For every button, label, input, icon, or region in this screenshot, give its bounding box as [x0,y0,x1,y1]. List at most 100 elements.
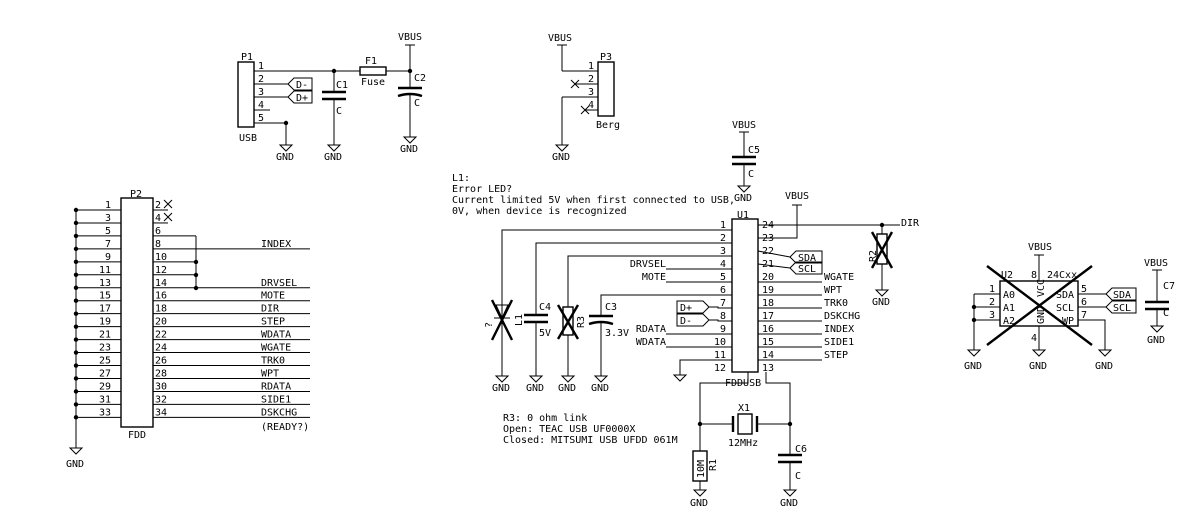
u2-name-scl: SCL [1056,303,1074,314]
u2-dnp-cross [986,265,1093,346]
p2-pin-left: 1 [105,200,111,211]
d-plus-flag-u1 [676,300,710,314]
c7-capacitor: VBUS GND C7 C [1144,258,1175,346]
c3-gnd-label: GND [591,383,609,394]
p2-pin-right: 24 [155,343,167,354]
p2-pin-right: 2 [155,200,161,211]
u2-pin-6: 6 [1081,297,1087,308]
sda-label-u1: SDA [798,253,816,264]
p2-pin-right: 20 [155,317,167,328]
p2-signal: MOTE [261,291,285,302]
u2-gnd-label-left: GND [964,361,982,372]
p2-gnd-symbol [68,447,84,455]
c2-capacitor: VBUS GND C2 C [397,32,426,155]
note-l1-line-2: Error LED? [452,184,512,195]
p2-nc-4 [163,212,173,222]
d-minus-flag-u1 [676,313,710,327]
p1-gnd-symbol [278,144,294,152]
p2-signal: STEP [261,317,285,328]
u2-name-a0: A0 [1003,290,1015,301]
p2-pin-right: 32 [155,394,167,405]
u2-pin-1: 1 [989,284,995,295]
p2-pin-left: 17 [99,304,111,315]
u1-pin-right: 20 [762,272,774,283]
c1-gnd-symbol [326,144,342,152]
r2-gnd-label: GND [872,297,890,308]
note-r3-line-2: Open: TEAC USB UF0000X [503,424,635,435]
u2-pin-2: 2 [989,297,995,308]
u2-pin-3: 3 [989,310,995,321]
p2-ref: P2 [130,189,142,200]
vbus-label-f1: VBUS [398,32,422,43]
p2-pin-right: 12 [155,265,167,276]
c1-gnd-label: GND [324,152,342,163]
p2-signal: DSKCHG [261,407,297,418]
p2-pin-right: 10 [155,252,167,263]
r1-ref: R1 [708,459,719,471]
p1-pin-5: 5 [258,113,264,124]
d-plus-flag-p1 [287,90,313,104]
l1-value: ? [484,322,495,328]
u1-right-nets: DIR VBUS SDA SCL [697,191,920,455]
note-r3: R3: 0 ohm link Open: TEAC USB UF0000X Cl… [503,413,678,446]
u1-pin-right: 14 [762,350,774,361]
u1-pin-right: 13 [762,363,774,374]
c4-capacitor: GND C4 5V [524,302,551,394]
u2-gnd-label-wp: GND [1095,361,1113,372]
u2-name-gnd: GND [1036,306,1047,324]
u2-pin-5: 5 [1081,284,1087,295]
c1-capacitor: GND C1 C [322,68,348,163]
p2-pin-left: 15 [99,291,111,302]
p2-pin-left: 19 [99,317,111,328]
c7-value: C [1163,308,1169,319]
c3-ref: C3 [605,302,617,313]
c6-value: C [795,471,801,482]
sda-flag-u1 [789,250,823,264]
c2-value: C [414,98,420,109]
r1-value: 10M [696,460,707,478]
u1-signal-right: WGATE [824,272,854,283]
p2-ready-label: (READY?) [261,422,309,433]
u2-eeprom: U2 24Cxx GND 1 2 3 A0 A1 A2 VBUS 8 VCC 4… [964,242,1137,372]
u1-pin-left: 8 [720,311,726,322]
u2-name-vcc: VCC [1036,279,1047,297]
sda-flag-u2 [1105,287,1137,301]
p2-pin-left: 5 [105,226,111,237]
u1-pin-right: 19 [762,285,774,296]
r1-resistor: 10M R1 GND [690,450,719,509]
p2-signal: SIDE1 [261,394,291,405]
p2-pin-right: 22 [155,330,167,341]
u1-pin-right: 16 [762,324,774,335]
l1-gnd-label: GND [492,383,510,394]
p2-value: FDD [128,430,146,441]
c5-gnd-label: GND [734,193,752,204]
d-minus-flag-p1 [287,77,313,91]
c7-ref: C7 [1163,281,1175,292]
p2-pin-right: 6 [155,226,161,237]
u1-signal-left: RDATA [636,324,666,335]
p1-pin-4: 4 [258,100,264,111]
p2-pin-right: 28 [155,368,167,379]
note-l1-line-3: Current limited 5V when first connected … [452,195,735,206]
p3-pin-2: 2 [588,74,594,85]
scl-flag-u1 [789,261,823,275]
p3-ref: P3 [600,52,612,63]
d-minus-label-p1: D- [296,80,308,91]
u1-pin-left: 2 [720,233,726,244]
u2-name-a1: A1 [1003,303,1015,314]
note-r3-line-3: Closed: MITSUMI USB UFDD 061M [503,435,678,446]
u1-signal-right: TRK0 [824,298,848,309]
c6-ref: C6 [795,444,807,455]
u1-signal-right: STEP [824,350,848,361]
u1-signal-left: WDATA [636,337,666,348]
c4-value: 5V [539,328,551,339]
p2-signal: WGATE [261,343,291,354]
c4-gnd-label: GND [526,383,544,394]
r3-gnd-label: GND [558,383,576,394]
p2-nc-2 [163,199,173,209]
p2-pin-left: 7 [105,239,111,250]
p2-pin-left: 3 [105,213,111,224]
p2-pin-left: 29 [99,381,111,392]
vbus-label-c7: VBUS [1144,258,1168,269]
